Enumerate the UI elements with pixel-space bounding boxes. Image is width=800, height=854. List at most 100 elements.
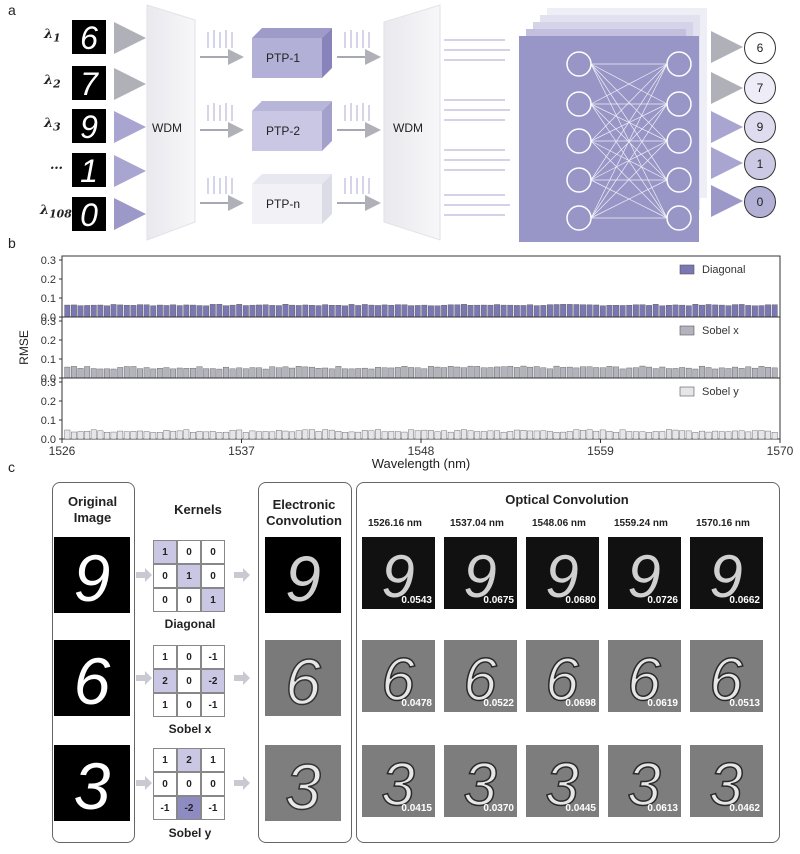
- rmse-bar: [547, 431, 553, 440]
- rmse-bar: [586, 429, 593, 440]
- rmse-bar: [190, 367, 196, 379]
- output-digit-circle: 7: [744, 72, 776, 104]
- svg-text:3: 3: [709, 751, 742, 817]
- rmse-bar: [355, 368, 362, 379]
- rmse-bar: [223, 366, 229, 379]
- rmse-bar: [335, 305, 342, 318]
- rmse-bar: [388, 304, 395, 318]
- rmse-bar: [196, 366, 203, 379]
- rmse-bar: [170, 304, 176, 318]
- svg-text:0: 0: [80, 197, 98, 231]
- rmse-bar: [150, 305, 157, 318]
- rmse-bar: [315, 368, 322, 379]
- rmse-bar: [580, 304, 586, 318]
- rmse-bar: [64, 366, 71, 379]
- rmse-bar: [434, 305, 441, 318]
- rmse-bar: [401, 304, 408, 318]
- rmse-bar: [295, 430, 302, 440]
- rmse-bar: [123, 304, 130, 318]
- rmse-bar: [381, 304, 388, 318]
- rmse-bar: [765, 430, 771, 440]
- rmse-bar: [394, 431, 401, 440]
- rmse-bar: [454, 366, 461, 379]
- output-digit-circle: 1: [744, 148, 776, 180]
- kernel-cell: 2: [177, 748, 201, 772]
- kernels-title: Kernels: [174, 502, 222, 517]
- rmse-bar: [269, 305, 276, 318]
- rmse-bar: [236, 367, 243, 379]
- rmse-bar: [90, 368, 97, 379]
- rmse-bar: [196, 305, 203, 318]
- rmse-bar: [289, 431, 295, 440]
- rmse-bar: [461, 304, 467, 318]
- svg-text:6: 6: [463, 646, 497, 712]
- nn-connection: [590, 63, 668, 181]
- rmse-bar: [361, 367, 368, 379]
- rmse-bar: [712, 368, 719, 379]
- rmse-bar: [183, 304, 190, 318]
- rmse-bar: [513, 367, 520, 379]
- arrow-right-icon: [136, 776, 152, 795]
- rmse-bar: [672, 429, 679, 440]
- rmse-bar: [203, 368, 210, 379]
- kernel-cell: 0: [177, 669, 201, 693]
- svg-text:9: 9: [285, 543, 321, 613]
- rmse-value: 0.0543: [401, 595, 432, 606]
- svg-text:6: 6: [80, 20, 98, 54]
- rmse-bar: [84, 305, 91, 318]
- rmse-value: 0.0513: [729, 698, 760, 709]
- kernel-cell: -1: [201, 693, 225, 717]
- rmse-bar: [322, 367, 329, 379]
- rmse-bar: [150, 432, 157, 440]
- kernel-cell: -2: [177, 796, 201, 820]
- rmse-bar: [289, 304, 295, 318]
- rmse-bar: [123, 431, 130, 440]
- legend-swatch: [679, 386, 695, 397]
- rmse-bar: [639, 365, 646, 379]
- subplot-frame: [61, 255, 781, 318]
- rmse-bar: [626, 304, 633, 318]
- rmse-bar: [586, 366, 593, 379]
- svg-text:1: 1: [80, 153, 98, 187]
- rmse-bar: [348, 368, 355, 379]
- rmse-bar: [388, 367, 395, 379]
- arrow-right-icon: [136, 671, 152, 690]
- wavelength-label: 1526.16 nm: [368, 518, 422, 529]
- rmse-bar: [613, 366, 619, 379]
- rmse-bar: [229, 430, 236, 440]
- rmse-bar: [771, 432, 778, 440]
- rmse-bar: [209, 368, 216, 379]
- rmse-value: 0.0698: [565, 698, 596, 709]
- electronic-convolution-image: 9: [265, 537, 341, 615]
- rmse-bar: [560, 431, 567, 440]
- rmse-bar: [342, 368, 348, 379]
- rmse-bar: [97, 430, 104, 440]
- rmse-bar: [130, 366, 137, 379]
- rmse-bar: [474, 304, 481, 318]
- y-tick-label: 0.3: [41, 316, 56, 328]
- rmse-bar: [216, 368, 223, 379]
- rmse-bar: [725, 368, 732, 379]
- rmse-bar: [269, 366, 276, 379]
- rmse-bar: [672, 368, 679, 379]
- rmse-bar: [745, 431, 752, 440]
- rmse-bar: [361, 430, 368, 440]
- rmse-bar: [507, 366, 514, 379]
- rmse-bar: [156, 304, 163, 318]
- rmse-bar: [275, 367, 282, 379]
- subplot-frame: [61, 377, 781, 440]
- rmse-bar: [467, 430, 474, 440]
- kernel-cell: 1: [153, 748, 177, 772]
- rmse-bar: [738, 430, 745, 440]
- kernel-cell: 0: [153, 588, 177, 612]
- kernel-cell: 0: [201, 772, 225, 796]
- rmse-bar: [203, 431, 210, 440]
- rmse-bar: [348, 431, 355, 440]
- svg-text:6: 6: [74, 644, 111, 716]
- rmse-bar: [461, 367, 467, 379]
- svg-text:7: 7: [80, 66, 99, 100]
- rmse-bar: [718, 367, 725, 379]
- lambda-label-108: λ108: [40, 203, 72, 221]
